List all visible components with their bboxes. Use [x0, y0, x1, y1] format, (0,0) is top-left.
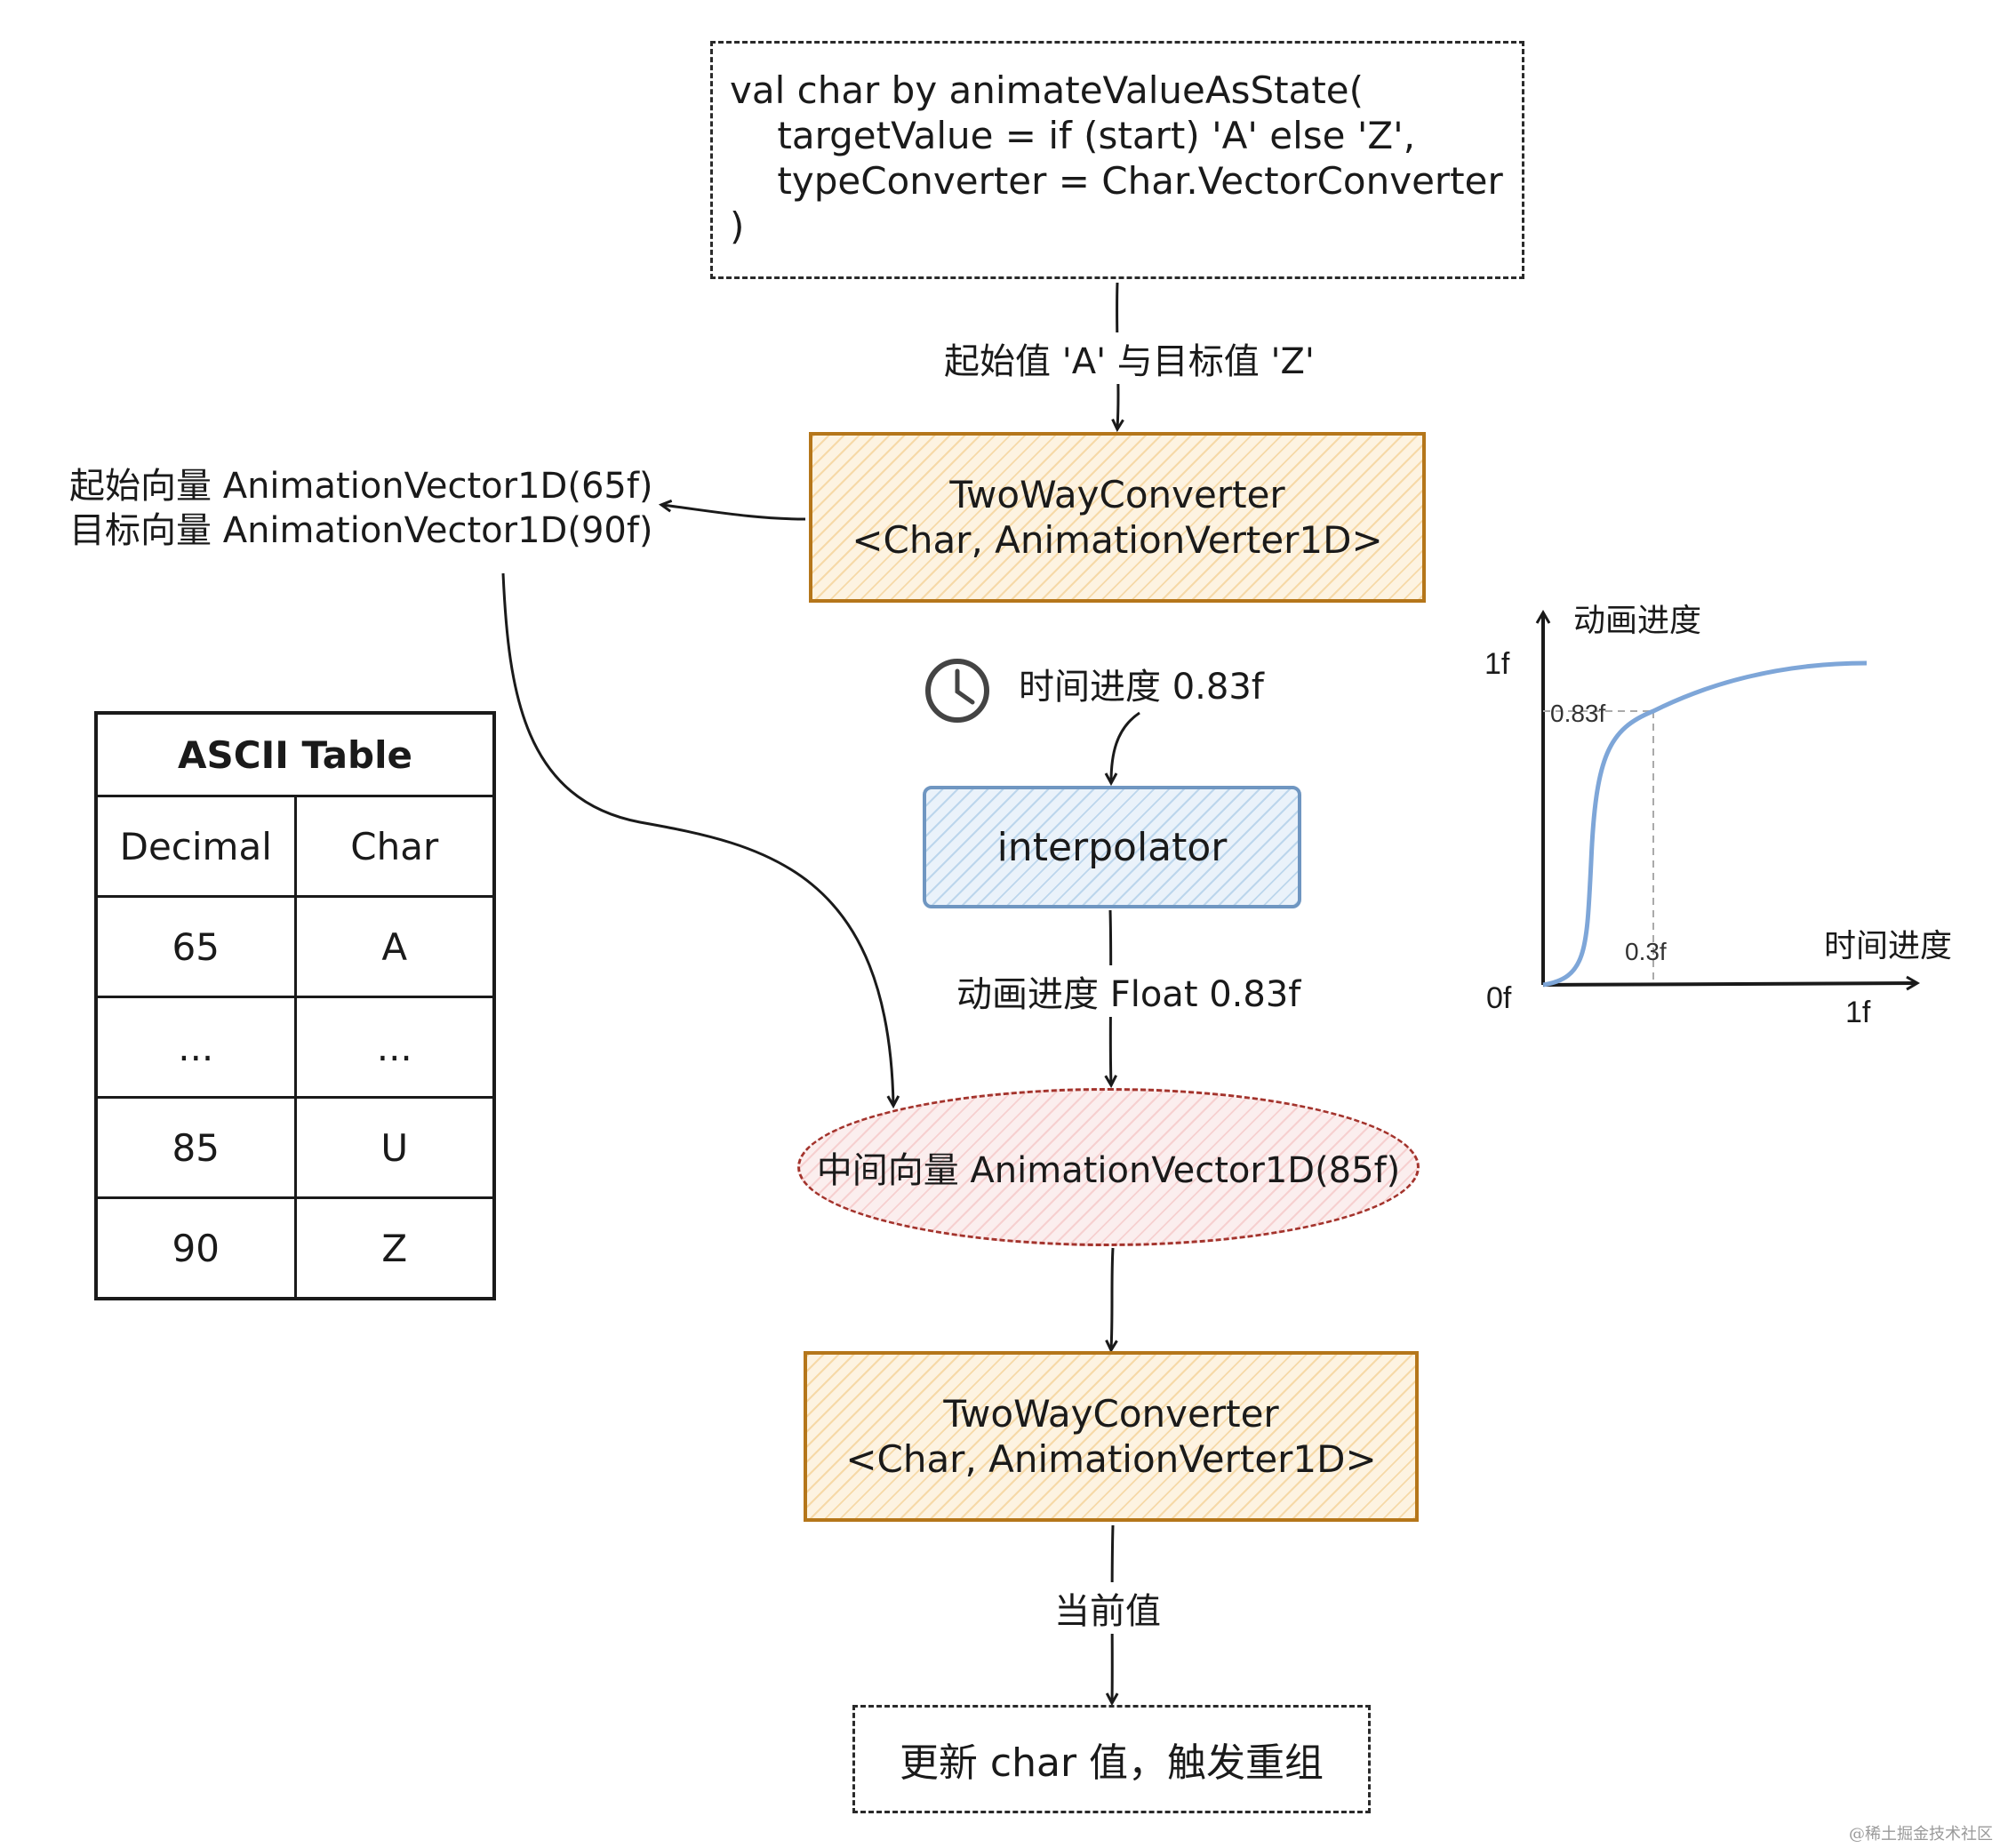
table-row: 90 Z — [94, 1196, 496, 1300]
start-vector-text: 起始向量 AnimationVector1D(65f) — [69, 466, 653, 507]
code-line: ) — [730, 204, 745, 248]
table-header-row: Decimal Char — [94, 795, 496, 898]
table-cell: Z — [293, 1196, 496, 1300]
interpolation-curve-chart: 1f 0f 1f 0.83f 0.3f 动画进度 时间进度 — [1484, 603, 1952, 1029]
arrow-intermediate-to-converter — [1111, 1247, 1113, 1349]
table-cell: U — [293, 1096, 496, 1199]
arrow-time-to-interpolator — [1111, 711, 1140, 782]
watermark: @稀土掘金技术社区 — [1849, 1825, 1993, 1844]
x-marker-label: 0.3f — [1625, 938, 1667, 965]
table-title-row: ASCII Table — [94, 711, 496, 797]
table-title: ASCII Table — [94, 711, 496, 797]
y-axis-label: 动画进度 — [1573, 603, 1701, 639]
converter-generics: <Char, AnimationVerter1D> — [852, 518, 1383, 562]
table-row: ... ... — [94, 996, 496, 1099]
anim-progress-label: 动画进度 Float 0.83f — [953, 965, 1305, 1017]
x-max-label: 1f — [1845, 996, 1871, 1029]
interpolation-curve — [1542, 660, 1868, 988]
code-box — [710, 41, 1524, 279]
converter-bottom: TwoWayConverter <Char, AnimationVerter1D… — [804, 1351, 1419, 1522]
arrow-converter-to-vectors — [662, 505, 806, 521]
table-row: 65 A — [94, 895, 496, 998]
origin-label: 0f — [1486, 981, 1512, 1015]
y-max-label: 1f — [1484, 647, 1510, 681]
table-cell: 65 — [94, 895, 297, 998]
x-axis — [1542, 975, 1920, 991]
converter-top: TwoWayConverter <Char, AnimationVerter1D… — [809, 432, 1426, 603]
update-label: 更新 char 值，触发重组 — [899, 1740, 1324, 1786]
converter-title: TwoWayConverter — [943, 1392, 1279, 1436]
arrow-vectors-to-intermediate — [501, 572, 893, 1105]
converter-title: TwoWayConverter — [949, 473, 1285, 516]
intermediate-vector-label: 中间向量 AnimationVector1D(85f) — [816, 1150, 1401, 1191]
y-marker-label: 0.83f — [1550, 700, 1605, 727]
interpolator-label: interpolator — [996, 824, 1228, 870]
column-header: Decimal — [94, 795, 297, 898]
intermediate-vector-ellipse: 中间向量 AnimationVector1D(85f) — [797, 1088, 1420, 1246]
vectors-label: 起始向量 AnimationVector1D(65f)目标向量 Animatio… — [69, 464, 653, 553]
converter-generics: <Char, AnimationVerter1D> — [845, 1437, 1377, 1481]
table-cell: ... — [293, 996, 496, 1099]
interpolator-box: interpolator — [923, 786, 1301, 908]
table-cell: A — [293, 895, 496, 998]
time-progress-label: 时间进度 0.83f — [1019, 667, 1264, 708]
table-cell: 90 — [94, 1196, 297, 1300]
target-vector-text: 目标向量 AnimationVector1D(90f) — [69, 510, 653, 551]
initial-target-label: 起始值 'A' 与目标值 'Z' — [940, 332, 1318, 384]
column-header: Char — [293, 795, 496, 898]
clock-icon — [925, 659, 989, 723]
update-box: 更新 char 值，触发重组 — [852, 1705, 1371, 1813]
table-row: 85 U — [94, 1096, 496, 1199]
ascii-table: ASCII Table Decimal Char 65 A ... ... 85… — [94, 711, 496, 1300]
x-axis-label: 时间进度 — [1824, 928, 1952, 964]
code-snippet: val char by animateValueAsState( targetV… — [730, 68, 1503, 249]
current-value-label: 当前值 — [1051, 1582, 1164, 1634]
code-line: targetValue = if (start) 'A' else 'Z', — [730, 114, 1416, 157]
table-cell: 85 — [94, 1096, 297, 1199]
code-line: typeConverter = Char.VectorConverter — [730, 159, 1503, 203]
code-line: val char by animateValueAsState( — [730, 68, 1364, 112]
table-cell: ... — [94, 996, 297, 1099]
